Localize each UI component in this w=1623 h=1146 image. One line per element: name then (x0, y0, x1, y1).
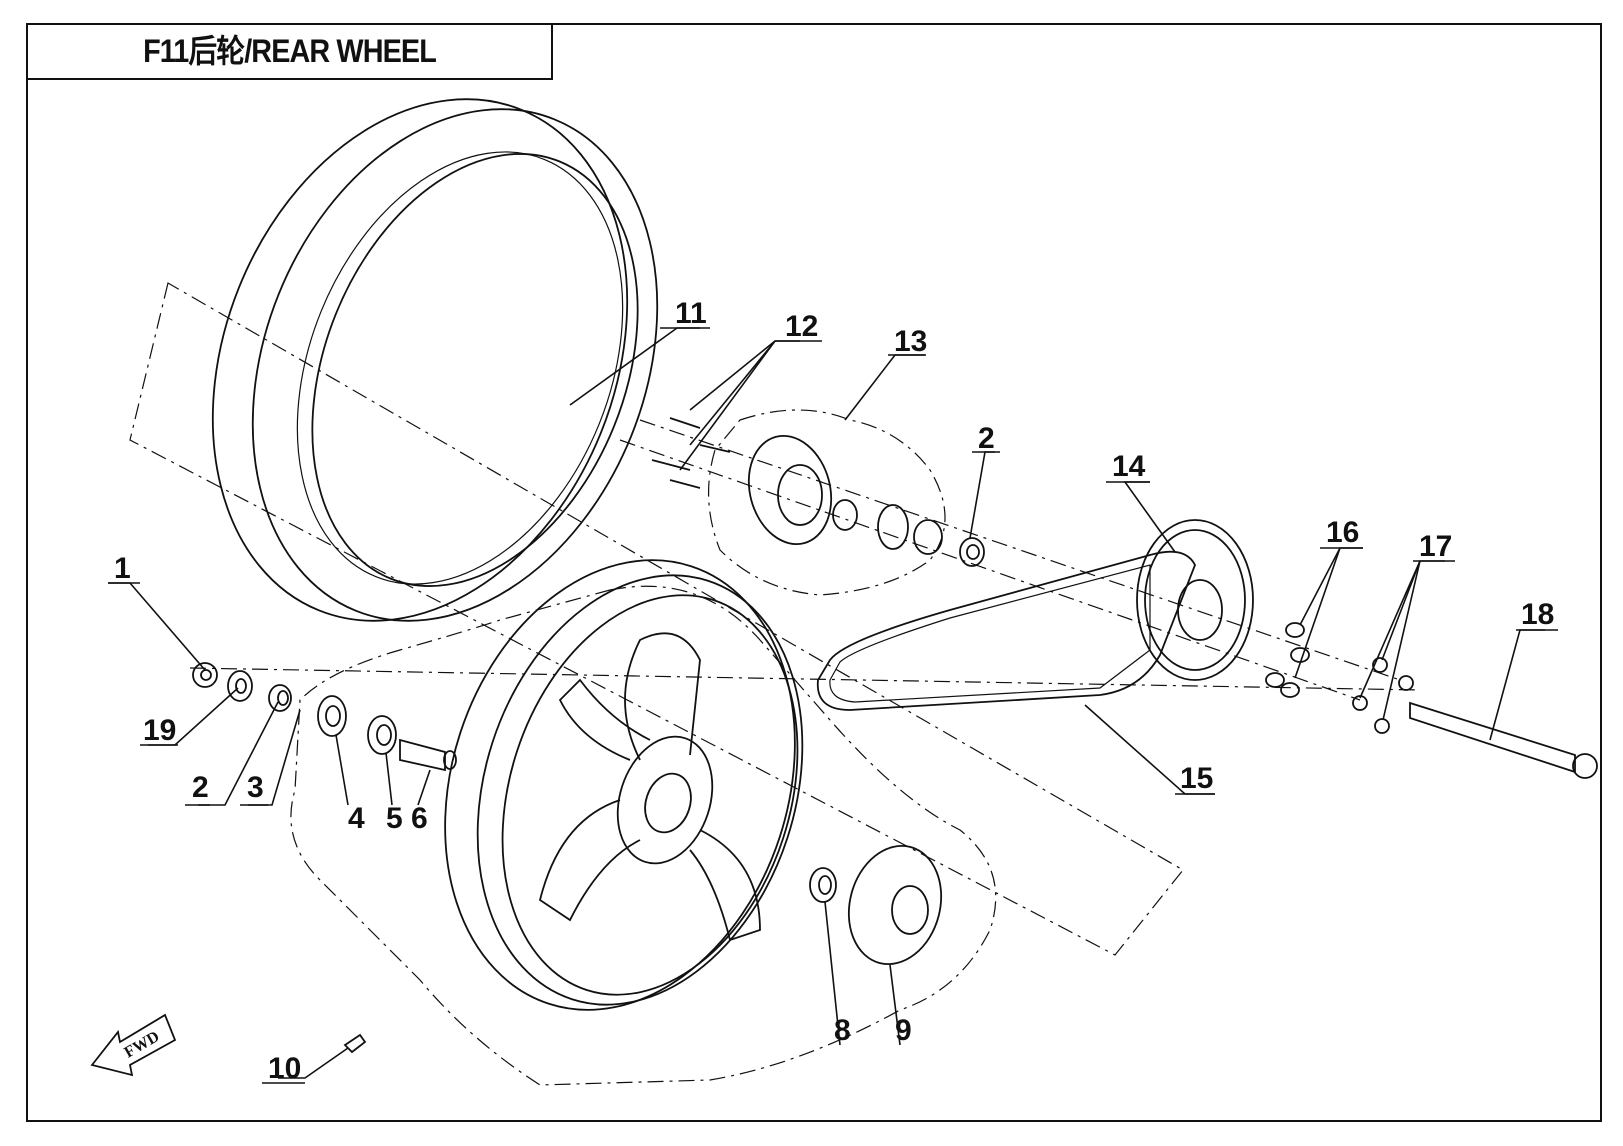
rim (444, 559, 804, 1011)
drawing-frame (26, 23, 1602, 1122)
bolt-clips-16 (1265, 622, 1310, 698)
callout-2-right: 2 (978, 422, 995, 455)
wheel-group-outline (290, 585, 997, 1086)
washer-19 (227, 670, 253, 702)
axle-18 (1409, 701, 1598, 779)
chain-15 (816, 550, 1196, 711)
callout-16: 16 (1326, 516, 1359, 549)
sprocket-14 (1136, 519, 1254, 681)
callout-4: 4 (348, 802, 365, 835)
diagram-title: F11后轮/REAR WHEEL (143, 33, 437, 69)
hub-13 (747, 434, 943, 555)
callout-12: 12 (785, 310, 818, 343)
nut-1 (192, 662, 218, 688)
tire-group-outline (129, 282, 1184, 956)
fwd-arrow-icon: FWD (90, 1013, 177, 1077)
callout-17: 17 (1419, 530, 1452, 563)
callout-6: 6 (411, 802, 428, 835)
callout-underlines (108, 327, 1558, 1084)
bearing-5 (367, 715, 397, 755)
fwd-label: FWD (122, 1028, 163, 1061)
callout-3: 3 (247, 771, 264, 804)
callout-9: 9 (895, 1014, 912, 1047)
hub-group-outline (707, 409, 946, 596)
title-block: F11后轮/REAR WHEEL (26, 23, 553, 80)
callout-2-left: 2 (192, 771, 209, 804)
bolts-12 (651, 417, 731, 489)
valve-10 (343, 1033, 367, 1054)
callout-11: 11 (675, 297, 707, 330)
leader-lines (108, 327, 1545, 1079)
callout-1: 1 (114, 552, 131, 585)
damper-9 (847, 844, 943, 966)
callout-13: 13 (894, 325, 927, 358)
callout-18: 18 (1521, 598, 1554, 631)
spacer-2-right (959, 537, 985, 567)
seal-4 (317, 695, 347, 737)
callout-8: 8 (834, 1014, 851, 1047)
tire (211, 98, 659, 622)
callout-15: 15 (1180, 762, 1213, 795)
callout-14: 14 (1112, 450, 1146, 483)
callout-19: 19 (143, 714, 176, 747)
nuts-17 (1352, 657, 1414, 734)
callout-5: 5 (386, 802, 403, 835)
axis-line-main (189, 667, 1421, 691)
callout-10: 10 (268, 1052, 301, 1085)
spacer-2-left (268, 684, 292, 712)
bearing-8 (809, 867, 837, 903)
sleeve-6 (399, 738, 457, 772)
